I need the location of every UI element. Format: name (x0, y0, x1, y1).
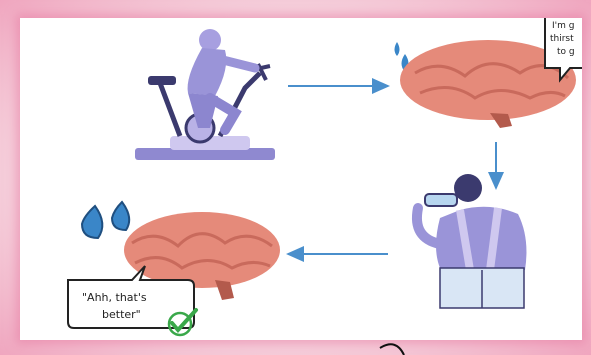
drinking-person-icon (417, 174, 527, 308)
bubble-line-1: "Ahh, that's (82, 291, 147, 304)
water-drops-icon (82, 202, 129, 238)
diagram-canvas: I'm g thirst to g (20, 18, 582, 340)
bubble-line-2: thirst (550, 34, 574, 44)
cyclist-icon (135, 29, 275, 160)
bubble-line-2: better" (102, 308, 141, 321)
diagram-panel: I'm g thirst to g (20, 18, 582, 340)
bubble-line-1: I'm g (552, 21, 574, 31)
bubble-line-3: to g (557, 47, 575, 57)
